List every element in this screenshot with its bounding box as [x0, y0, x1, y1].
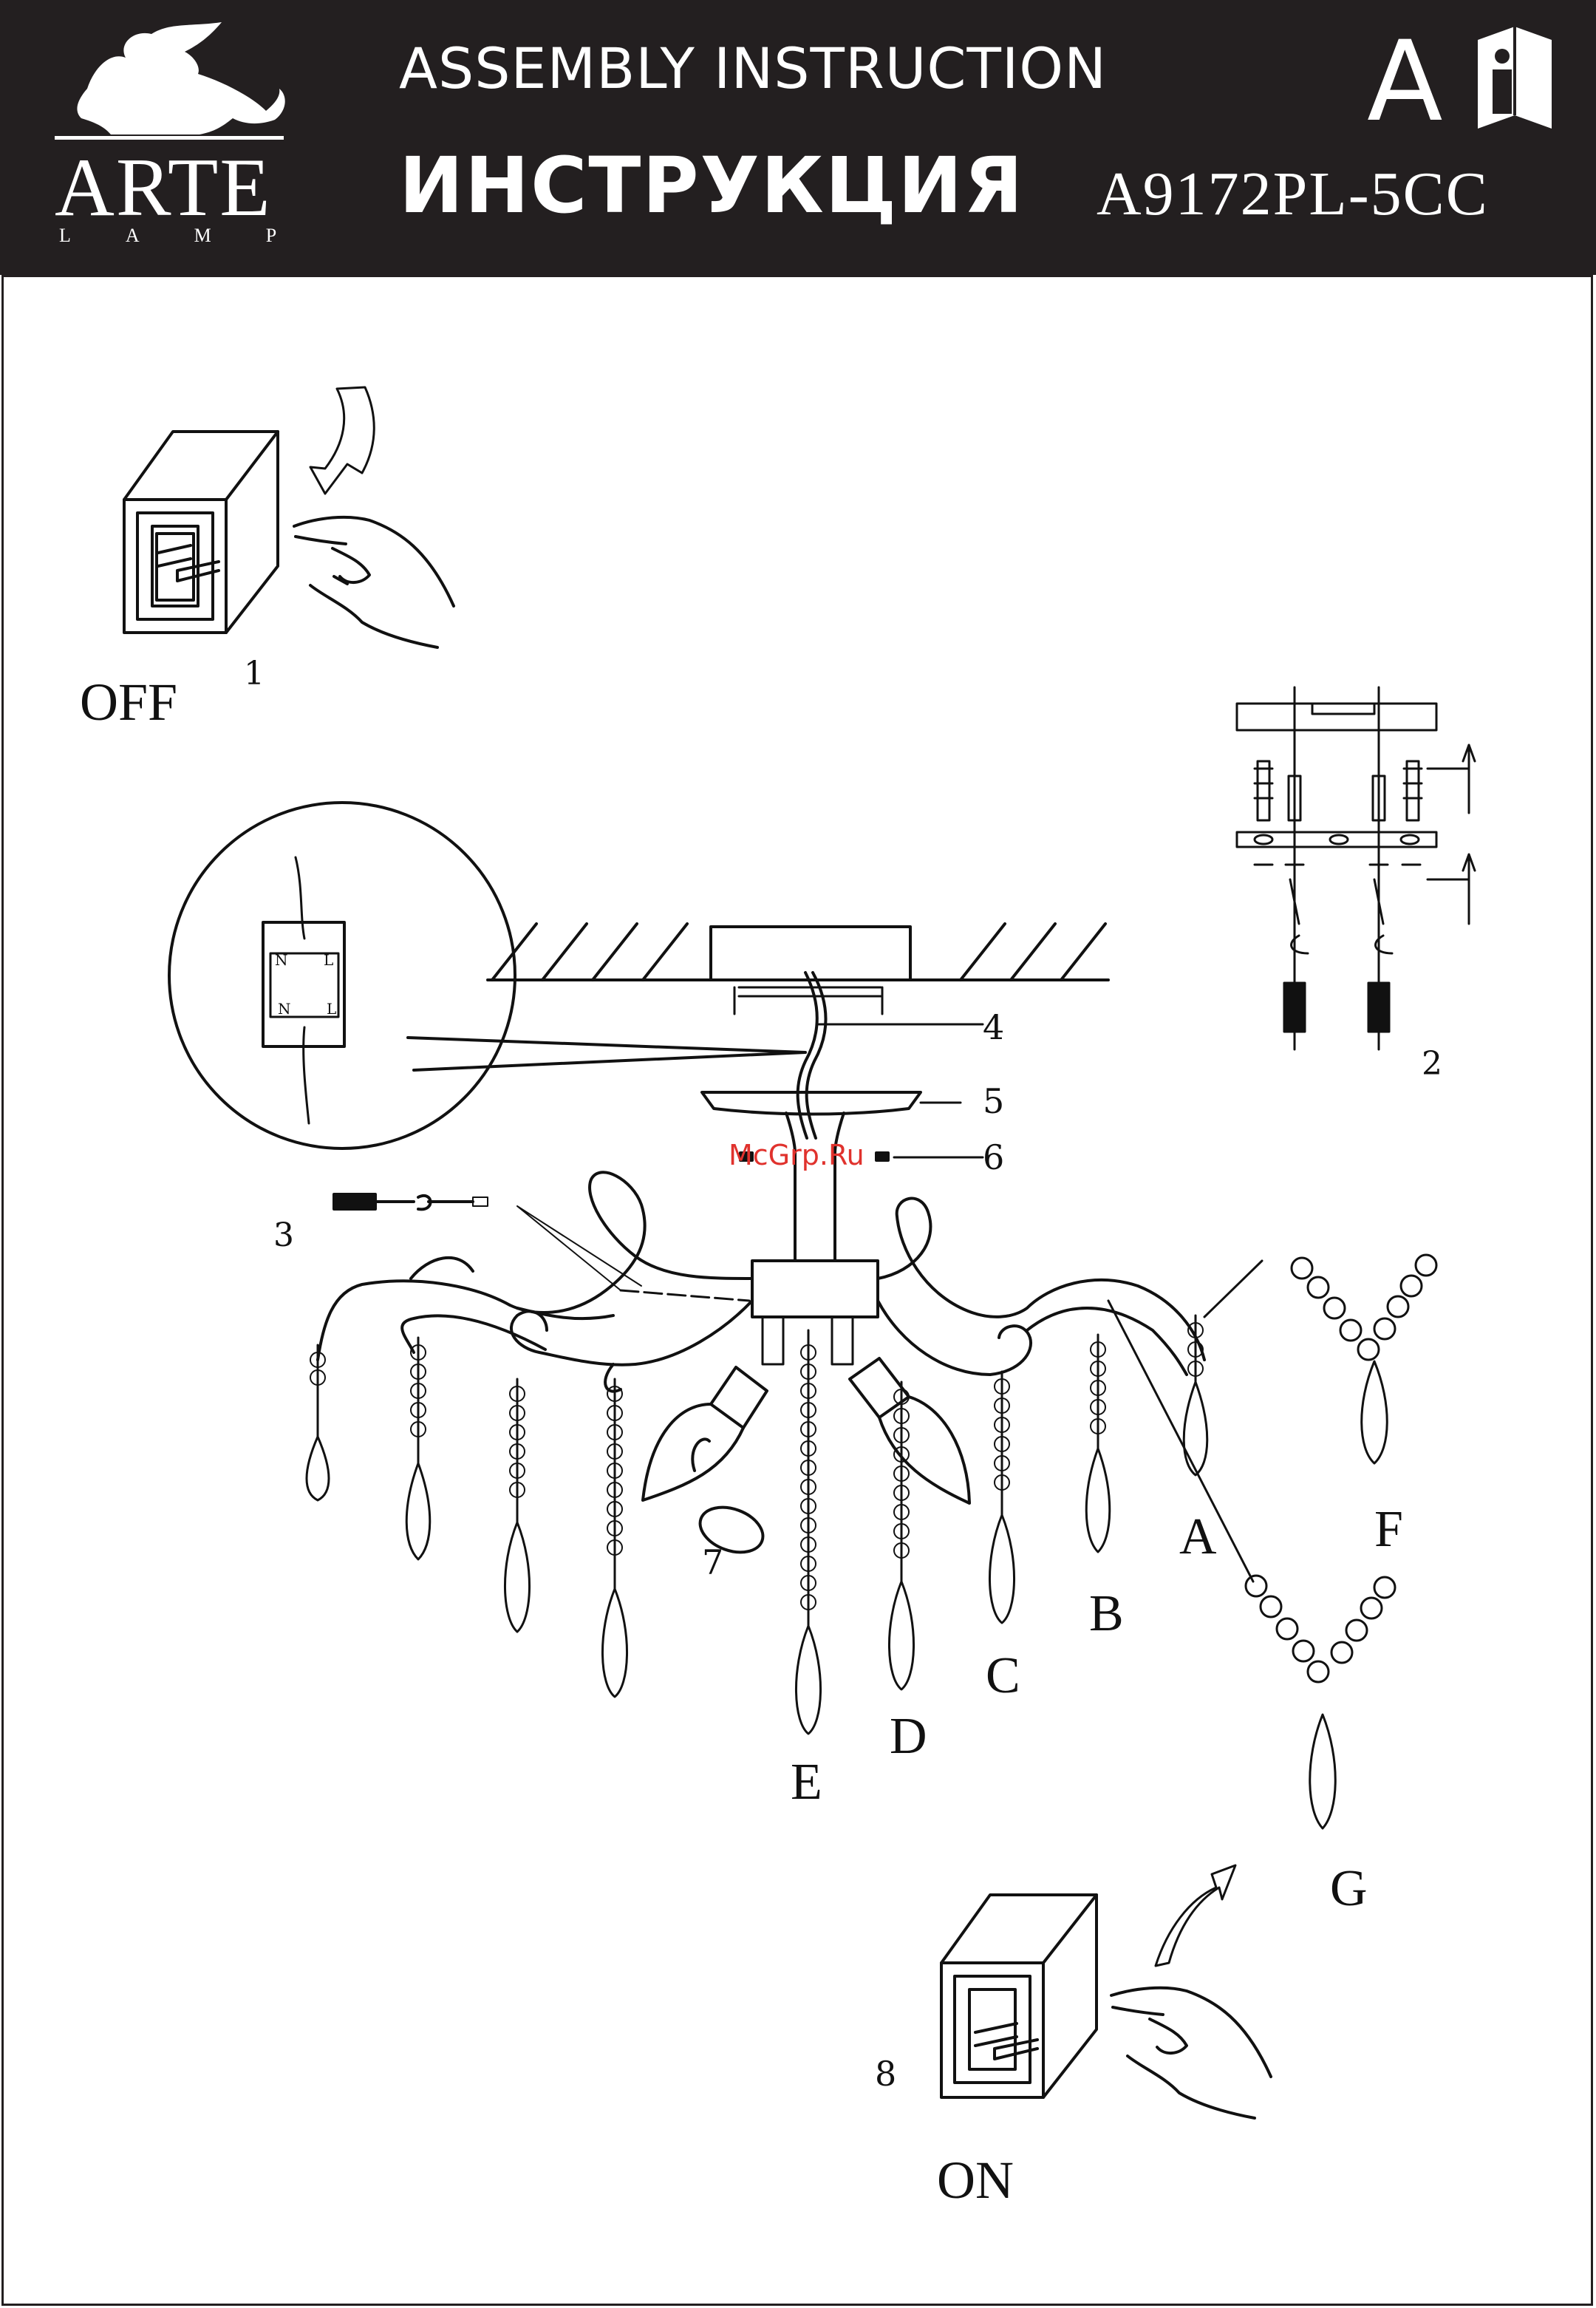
terminal-l-bottom: L [327, 1000, 336, 1018]
hand-off-icon [294, 517, 454, 647]
arrow-off-icon [310, 387, 374, 494]
part-f-label: F [1374, 1501, 1403, 1558]
part-a-label: A [1179, 1508, 1217, 1565]
ceiling [488, 924, 1108, 1014]
wall-switch-off [124, 432, 278, 633]
part-c-label: C [986, 1647, 1020, 1704]
step-3-label: 3 [273, 1216, 294, 1254]
part-d-label: D [890, 1708, 927, 1765]
garland-g [1108, 1301, 1395, 1828]
switch-off-label: OFF [80, 673, 177, 732]
part-b-label: B [1089, 1585, 1124, 1642]
step-7-label: 7 [702, 1542, 723, 1582]
step-4-label: 4 [983, 1007, 1004, 1047]
mounting-bracket-detail [1237, 687, 1475, 1049]
terminal-l-top: L [324, 951, 333, 969]
terminal-n-top: N [275, 951, 288, 969]
crystal-beads [310, 1323, 1203, 1610]
hand-on-icon [1111, 1988, 1271, 2118]
bulb-right [850, 1358, 969, 1503]
arrow-on-icon [1156, 1865, 1235, 1966]
garland-f [1204, 1255, 1436, 1463]
part-g-label: G [1330, 1860, 1368, 1917]
terminal-n-bottom: N [278, 1000, 291, 1018]
step-2-label: 2 [1422, 1045, 1442, 1083]
part-e-label: E [791, 1754, 822, 1811]
lamp-body [752, 1261, 878, 1317]
step-8-label: 8 [875, 2054, 896, 2094]
chandelier-arms [318, 1172, 1204, 1391]
wall-switch-on [941, 1895, 1097, 2097]
canopy [702, 1092, 983, 1261]
switch-on-label: ON [937, 2151, 1014, 2210]
step-5-label: 5 [983, 1081, 1004, 1121]
watermark-text: McGrp.Ru [729, 1139, 864, 1171]
step-1-label: 1 [244, 655, 265, 692]
bulb-left [643, 1367, 767, 1500]
screwdriver-icon [334, 1194, 488, 1209]
step-6-label: 6 [983, 1137, 1004, 1177]
